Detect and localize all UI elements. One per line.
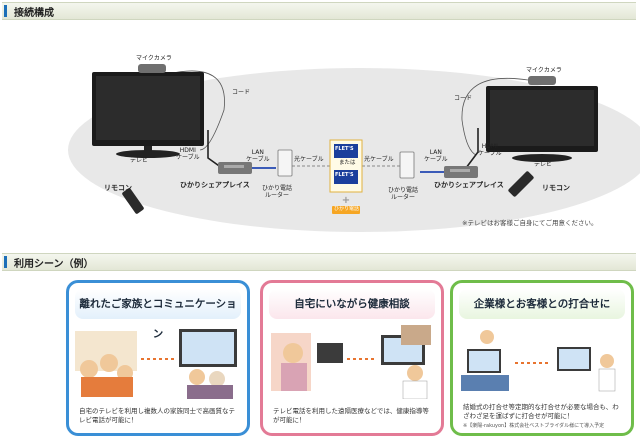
left-device-label: ひかりシェアプレイス bbox=[180, 181, 250, 189]
right-tv-label: テレビ bbox=[534, 161, 553, 168]
scene-note: ※【楽陽-rakuyon】株式会社ベストブライダル様にて導入予定 bbox=[463, 423, 605, 429]
scene-illustration bbox=[461, 330, 616, 392]
left-lan-label: LAN ケーブル bbox=[246, 149, 270, 163]
or-label: または bbox=[339, 160, 356, 166]
right-router-label: ひかり電話 ルーター bbox=[388, 187, 419, 201]
left-optical-label: 光ケーブル bbox=[294, 156, 324, 163]
scene-title: 企業様とお客様との打合せに bbox=[459, 289, 625, 319]
flets-logo-bottom bbox=[334, 170, 358, 184]
right-cord-label: コード bbox=[454, 95, 473, 102]
scene-description: 結婚式の打合せ等定期的な打合せが必要な場合も、わざわざ足を運ばずに打合せが可能に… bbox=[463, 403, 619, 421]
right-lan-label: LAN ケーブル bbox=[424, 149, 448, 163]
right-optical-label: 光ケーブル bbox=[364, 156, 394, 163]
scene-card-business: 企業様とお客様との打合せに 結婚式の打合せ等定期的な打合せが必要な場合も、わざわ… bbox=[450, 280, 634, 436]
left-router bbox=[277, 149, 293, 177]
section-title: 接続構成 bbox=[14, 8, 54, 19]
right-mic-camera bbox=[528, 76, 556, 85]
hikari-denwa-label: ひかり電話 bbox=[334, 206, 360, 212]
connection-diagram: + bbox=[68, 64, 640, 232]
right-remote-label: リモコン bbox=[542, 184, 570, 192]
scene-illustration bbox=[75, 329, 237, 399]
right-cord-line bbox=[461, 77, 529, 156]
left-mic-camera bbox=[138, 64, 166, 73]
scene-title: 自宅にいながら健康相談 bbox=[269, 289, 435, 319]
right-device-label: ひかりシェアプレイス bbox=[434, 181, 504, 189]
left-cord-line bbox=[167, 70, 225, 151]
left-remote bbox=[122, 188, 144, 214]
section-title: 利用シーン（例） bbox=[14, 259, 94, 270]
scene-description: テレビ電話を利用した遠隔医療などでは、健康指導等が可能に！ bbox=[273, 407, 429, 425]
left-cord-label: コード bbox=[232, 89, 251, 96]
section-header-scenes: 利用シーン（例） bbox=[2, 253, 636, 271]
left-camera-label: マイクカメラ bbox=[136, 55, 172, 62]
hikari-denwa-badge bbox=[332, 206, 360, 214]
flets-logo-text-bottom: FLET'S bbox=[335, 172, 354, 178]
scene-description: 自宅のテレビを利用し複数人の家族同士で高画質なテレビ電話が可能に！ bbox=[79, 407, 235, 425]
left-tv-label: テレビ bbox=[130, 157, 149, 164]
scene-card-family: 離れたご家族とコミュニケーション 自宅のテレビを利用し複数人の家族同士で高画質な… bbox=[66, 280, 250, 436]
flets-logo-top bbox=[334, 144, 358, 158]
right-router bbox=[399, 151, 415, 179]
left-remote-label: リモコン bbox=[104, 184, 132, 192]
scene-title: 離れたご家族とコミュニケーション bbox=[75, 289, 241, 340]
section-marker bbox=[4, 256, 7, 268]
scene-card-health: 自宅にいながら健康相談 テレビ電話を利用した遠隔医療などでは、健康指導等が可能に… bbox=[260, 280, 444, 436]
right-hdmi-line bbox=[465, 128, 479, 169]
right-camera-label: マイクカメラ bbox=[526, 67, 562, 74]
left-hdmi-line bbox=[207, 130, 223, 169]
right-hdmi-label: HDMI ケーブル bbox=[478, 143, 502, 157]
left-hdmi-label: HDMI ケーブル bbox=[176, 147, 200, 161]
tv-note: ※テレビはお客様ご自身にてご用意ください。 bbox=[462, 219, 598, 227]
section-marker bbox=[4, 5, 7, 17]
right-tv-stand bbox=[512, 154, 572, 162]
left-router-label: ひかり電話 ルーター bbox=[262, 185, 293, 199]
flets-logo-text-top: FLET'S bbox=[335, 146, 354, 152]
section-header-connection: 接続構成 bbox=[2, 2, 636, 20]
scene-illustration bbox=[271, 325, 431, 399]
right-remote bbox=[508, 171, 534, 197]
plus-sign: + bbox=[342, 195, 350, 206]
